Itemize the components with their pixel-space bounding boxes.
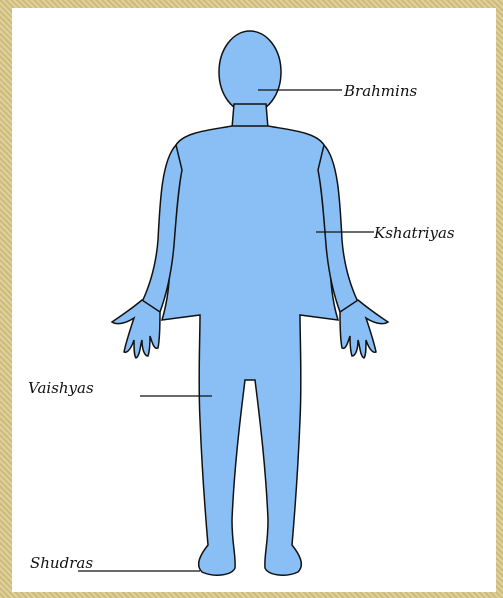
left-hand [112, 300, 160, 358]
brahmins-label: Brahmins [343, 82, 417, 100]
human-figure [112, 31, 388, 575]
torso-and-legs [162, 126, 338, 575]
head [219, 31, 281, 113]
kshatriyas-label: Kshatriyas [373, 224, 455, 242]
shudras-label: Shudras [30, 554, 93, 572]
right-hand [340, 300, 388, 358]
vaishyas-label: Vaishyas [28, 379, 94, 397]
neck [232, 104, 268, 128]
